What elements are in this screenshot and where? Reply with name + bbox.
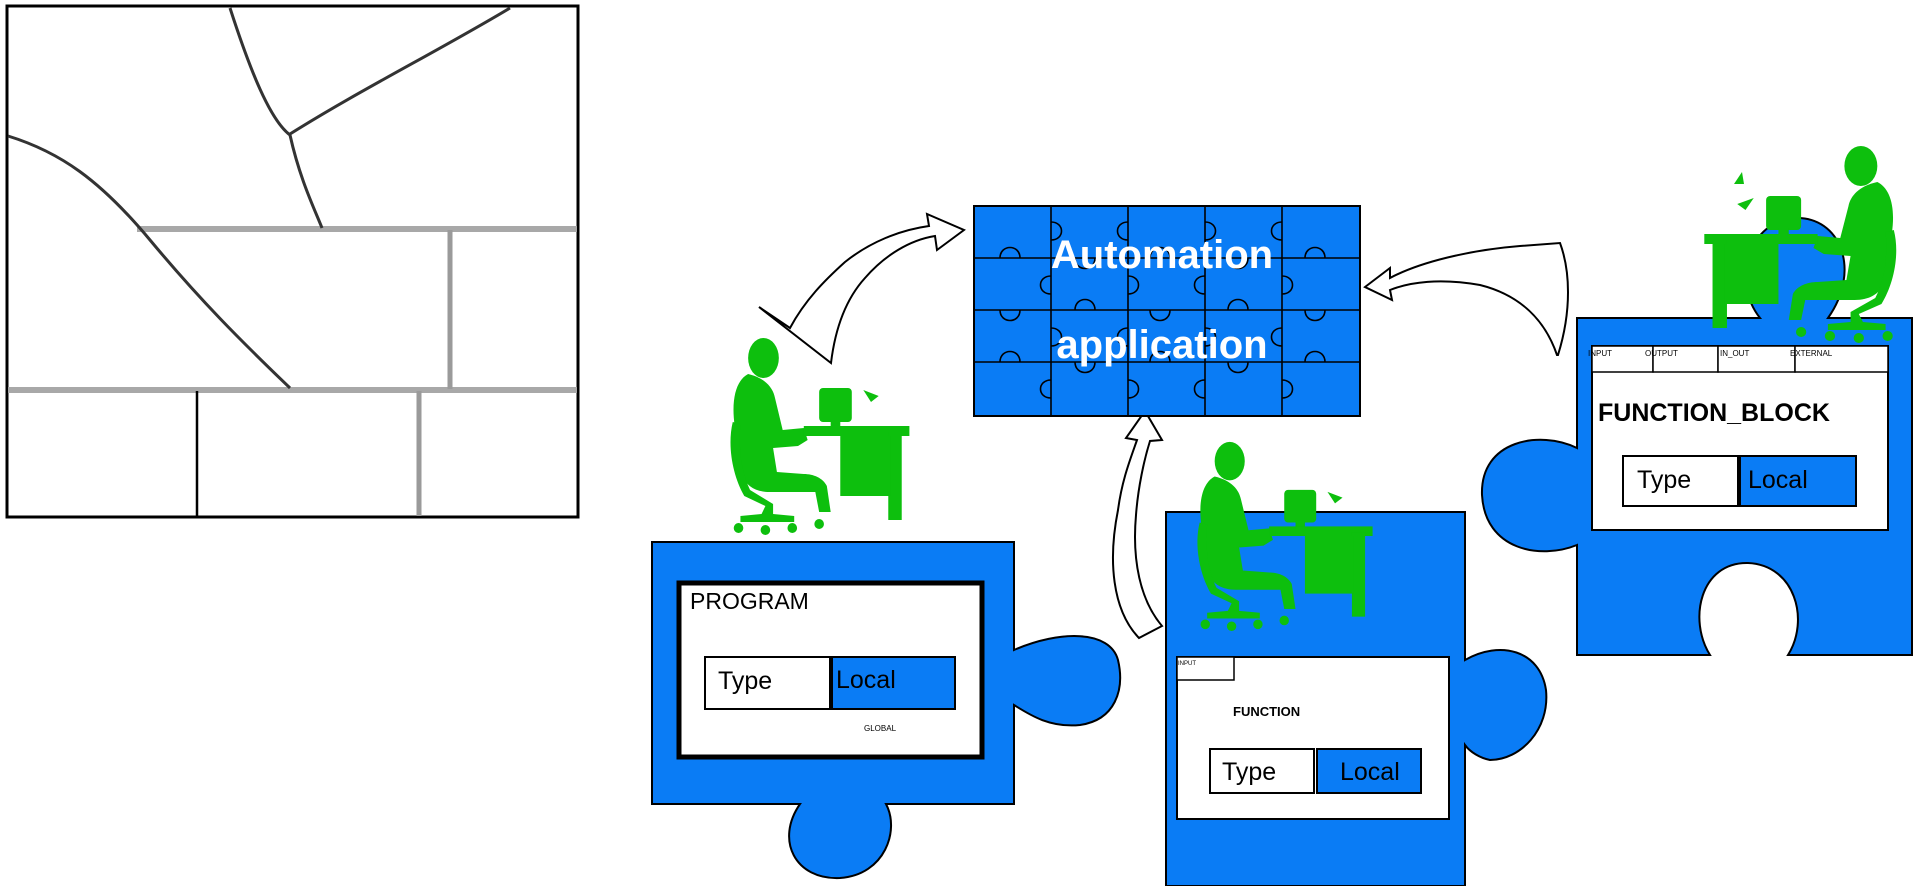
fb-tab-input: INPUT [1588, 349, 1612, 358]
arrow-program-to-center [758, 212, 966, 365]
fb-type-label: Type [1637, 466, 1691, 494]
arrow-fb-to-center [1363, 241, 1569, 356]
program-type-label: Type [718, 667, 772, 695]
arrow-function-to-center [1112, 409, 1164, 640]
program-local-label: Local [836, 666, 896, 694]
program-title: PROGRAM [690, 588, 809, 614]
center-title-line1: Automation [1051, 233, 1273, 277]
function-block-puzzle-piece: INPUT OUTPUT IN_OUT EXTERNAL FUNCTION_BL… [1480, 216, 1913, 656]
program-puzzle-piece: PROGRAM Type Local GLOBAL [651, 541, 1122, 880]
function-title: FUNCTION [1233, 704, 1300, 719]
automation-application-block: Automation application [973, 205, 1361, 417]
function-block-title: FUNCTION_BLOCK [1598, 399, 1830, 427]
function-local-label: Local [1340, 758, 1400, 786]
function-puzzle-piece: INPUT FUNCTION Type Local [1165, 511, 1548, 886]
fb-tab-in-out: IN_OUT [1720, 349, 1749, 358]
jigsaw-grid [974, 206, 1360, 416]
center-title-line2: application [1056, 323, 1267, 367]
function-type-label: Type [1222, 758, 1276, 786]
fb-tab-external: EXTERNAL [1790, 349, 1833, 358]
function-input-tab: INPUT [1178, 661, 1196, 667]
fb-local-label: Local [1748, 466, 1808, 494]
fb-tab-output: OUTPUT [1645, 349, 1678, 358]
program-global-label: GLOBAL [864, 724, 897, 733]
person-at-desk-icon [730, 338, 910, 535]
lamp-fragment [1734, 172, 1744, 184]
brick-panel [5, 4, 580, 519]
